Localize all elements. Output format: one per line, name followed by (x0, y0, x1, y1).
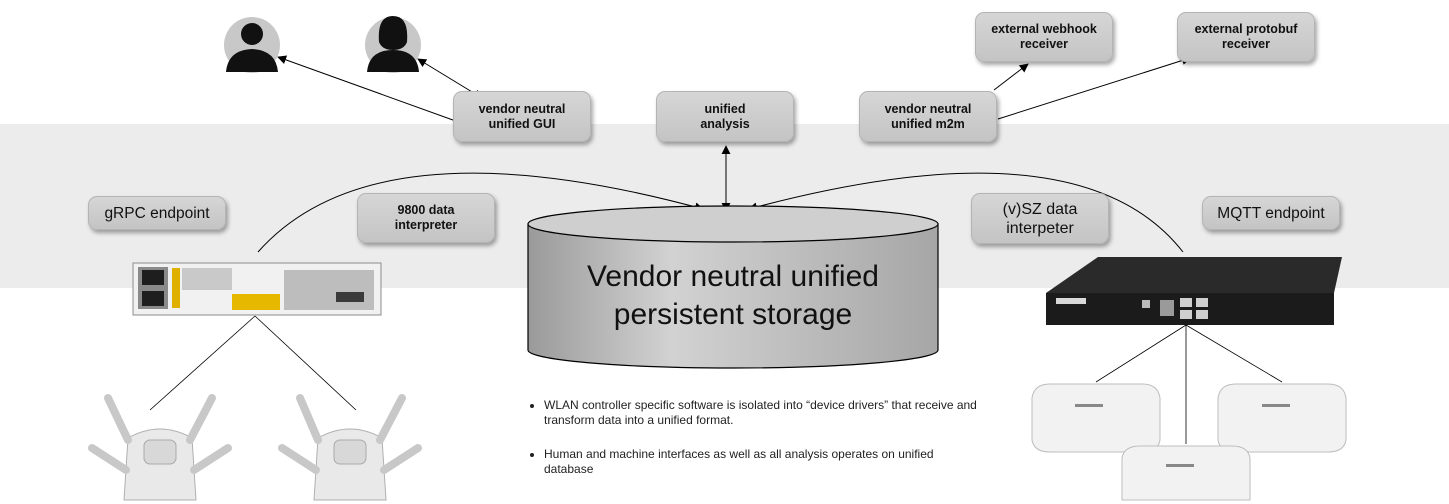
protobuf-receiver-node: external protobuf receiver (1177, 12, 1315, 62)
cisco-access-point (278, 394, 422, 501)
storage-cylinder (527, 205, 939, 369)
interpreter-9800-node: 9800 data interpreter (357, 193, 495, 243)
wire-ruckus-ap1 (1095, 324, 1187, 383)
bullet-item: Human and machine interfaces as well as … (544, 447, 984, 477)
mqtt-endpoint-node: MQTT endpoint (1202, 196, 1340, 230)
ruckus-access-point (1031, 383, 1161, 453)
webhook-receiver-node: external webhook receiver (975, 12, 1113, 62)
gui-node: vendor neutral unified GUI (453, 91, 591, 142)
wire-ruckus-ap2 (1185, 324, 1283, 383)
arrow-m2m-protobuf (997, 56, 1191, 120)
grpc-endpoint-node: gRPC endpoint (88, 196, 226, 230)
bullet-item: WLAN controller specific software is iso… (544, 398, 984, 428)
user-male-icon (224, 17, 280, 73)
storage-label: Vendor neutral unified persistent storag… (587, 260, 879, 331)
wire-cisco-ap2 (254, 315, 357, 411)
arc-cisco-storage (257, 172, 704, 253)
arrow-m2m-webhook (993, 63, 1029, 91)
vsz-interpreter-node: (v)SZ data interpeter (971, 193, 1109, 244)
cisco-controller (132, 262, 382, 316)
wire-cisco-ap1 (149, 315, 256, 411)
user-female-icon (365, 16, 421, 73)
ruckus-access-point (1121, 445, 1251, 501)
ruckus-access-point (1217, 383, 1347, 453)
ruckus-controller (1046, 257, 1342, 325)
bullet-list: WLAN controller specific software is iso… (528, 398, 984, 496)
arrow-user1-gui (277, 55, 465, 126)
m2m-node: vendor neutral unified m2m (859, 91, 997, 142)
analysis-node: unified analysis (656, 91, 794, 142)
arc-ruckus-storage (748, 172, 1184, 253)
cisco-access-point (88, 394, 232, 501)
